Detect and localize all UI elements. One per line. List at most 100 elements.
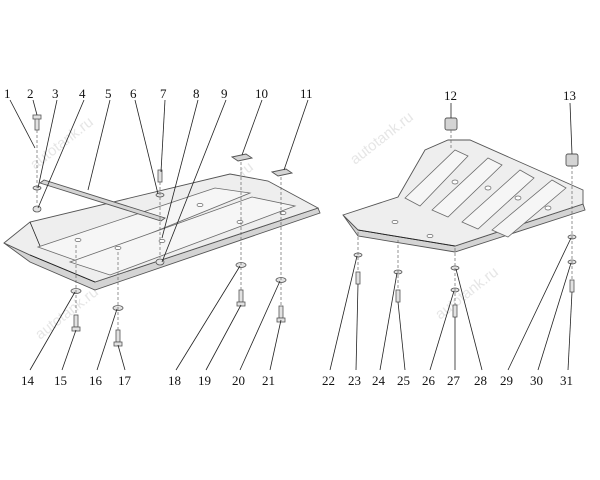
leader-20	[239, 280, 281, 371]
callout-23: 23	[348, 373, 361, 388]
leader-6	[134, 99, 159, 195]
leader-30	[537, 262, 572, 371]
cross-bracket	[39, 179, 166, 222]
leader-29	[507, 237, 572, 371]
leader-26	[429, 290, 455, 371]
leader-18	[175, 265, 241, 371]
leader-25	[397, 301, 406, 371]
callout-8: 8	[193, 86, 200, 101]
leader-9	[161, 99, 227, 263]
mounting-hole	[544, 205, 552, 211]
leader-4	[37, 99, 85, 209]
left-plate-rib	[68, 196, 297, 276]
right-plate-rib	[404, 149, 469, 207]
left-plate-rib	[36, 187, 252, 263]
callout-24: 24	[372, 373, 386, 388]
bolt	[569, 279, 575, 293]
mounting-hole	[236, 220, 244, 224]
callout-3: 3	[52, 86, 59, 101]
mounting-hole	[158, 239, 166, 243]
mounting-hole	[514, 195, 522, 201]
bolt	[452, 304, 458, 318]
watermark-text: autotank.ru	[32, 284, 102, 344]
rubber-mount-13	[565, 153, 579, 167]
left-skid-plate	[3, 173, 321, 291]
leader-lines	[9, 99, 573, 371]
leader-19	[205, 304, 242, 371]
mounting-hole	[196, 203, 204, 207]
right-assembly-axes	[357, 130, 573, 305]
bolt	[73, 314, 79, 328]
mounting-hole	[74, 238, 82, 242]
callout-7: 7	[160, 86, 167, 101]
bolt	[115, 329, 121, 343]
leader-22	[329, 255, 358, 371]
callout-20: 20	[232, 373, 245, 388]
leader-31	[567, 291, 573, 371]
bolt	[278, 305, 284, 319]
leader-11	[283, 99, 309, 171]
callout-6: 6	[130, 86, 137, 101]
mounting-hole	[451, 179, 459, 185]
callout-29: 29	[500, 373, 513, 388]
callout-26: 26	[422, 373, 436, 388]
leader-8	[161, 99, 199, 239]
callout-9: 9	[221, 86, 228, 101]
callout-28: 28	[474, 373, 487, 388]
leader-1	[9, 99, 36, 149]
mounting-hole	[426, 234, 434, 238]
nut	[155, 258, 165, 266]
right-plate-rib	[491, 179, 567, 238]
callout-16: 16	[89, 373, 103, 388]
callout-11: 11	[300, 86, 313, 101]
right-skid-plate	[342, 139, 586, 253]
bolt	[395, 289, 401, 303]
leader-13	[569, 102, 573, 155]
callout-13: 13	[563, 88, 576, 103]
leader-2	[32, 99, 38, 116]
callout-4: 4	[79, 86, 86, 101]
right-plate-rib	[461, 169, 535, 230]
callout-1: 1	[4, 86, 11, 101]
mounting-hole	[114, 246, 122, 250]
callout-10: 10	[255, 86, 268, 101]
left-plate-fold	[29, 254, 96, 283]
callout-2: 2	[27, 86, 34, 101]
callout-17: 17	[118, 373, 132, 388]
bolt-head	[236, 301, 246, 307]
leader-17	[117, 344, 126, 371]
bolt	[238, 289, 244, 303]
mounting-hole	[391, 220, 399, 224]
bolt-head	[32, 114, 42, 120]
leader-24	[379, 272, 398, 371]
leader-21	[269, 319, 282, 371]
leader-3	[37, 99, 58, 189]
spacer-plate-10	[230, 153, 254, 162]
callout-22: 22	[322, 373, 335, 388]
callout-21: 21	[262, 373, 275, 388]
leader-7	[160, 99, 166, 173]
leader-28	[455, 268, 483, 371]
callout-labels: 1 2 3 4 5 6 7 8 9 10 11 12 13 14 15 16 1…	[4, 86, 576, 388]
callout-19: 19	[198, 373, 211, 388]
bolt	[355, 271, 361, 285]
leader-16	[96, 308, 118, 371]
right-plate-rib	[431, 157, 503, 218]
leader-14	[29, 291, 76, 371]
rubber-mount-12	[444, 117, 458, 131]
leader-5	[87, 99, 111, 191]
callout-15: 15	[54, 373, 67, 388]
watermark-text: autotank.ru	[432, 264, 502, 324]
callout-25: 25	[397, 373, 410, 388]
callout-5: 5	[105, 86, 112, 101]
callout-14: 14	[21, 373, 35, 388]
callout-30: 30	[530, 373, 543, 388]
nut	[32, 205, 42, 213]
leader-10	[241, 99, 263, 156]
right-plate-fold	[357, 229, 456, 247]
callout-31: 31	[560, 373, 573, 388]
callout-18: 18	[168, 373, 181, 388]
left-assembly-axes	[36, 130, 282, 330]
watermark-text: autotank.ru	[347, 109, 417, 169]
